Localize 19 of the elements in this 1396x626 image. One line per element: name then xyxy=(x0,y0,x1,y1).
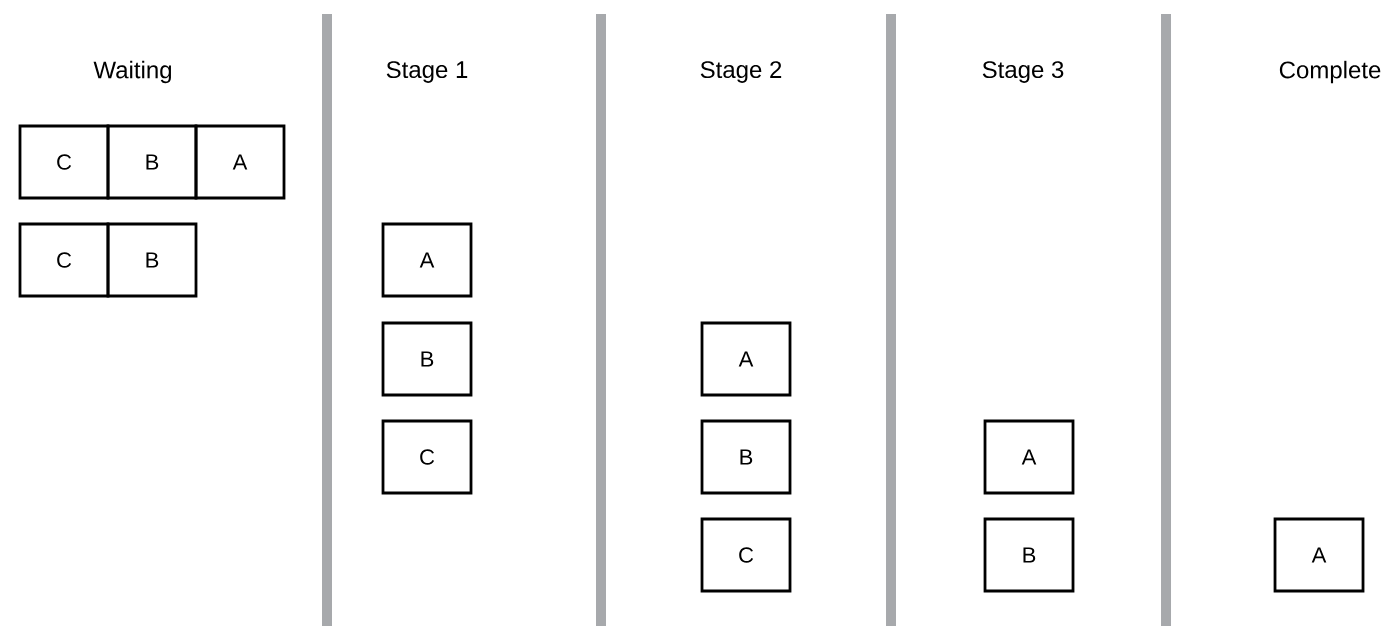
column-heading: Stage 2 xyxy=(700,61,782,83)
letter-box: A xyxy=(1273,517,1365,593)
letter-box: C xyxy=(18,124,110,200)
letter-box: A xyxy=(194,124,286,200)
letter-box: B xyxy=(381,321,473,397)
letter-box: A xyxy=(983,419,1075,495)
column-heading: Waiting xyxy=(93,60,171,84)
letter-box: C xyxy=(381,419,473,495)
column-heading: Stage 1 xyxy=(386,61,468,83)
letter-box: B xyxy=(700,419,792,495)
column-heading: Complete xyxy=(1279,60,1381,84)
letter-box: B xyxy=(106,124,198,200)
letter-box: C xyxy=(18,222,110,298)
letter-box: A xyxy=(700,321,792,397)
column-heading: Stage 3 xyxy=(982,61,1064,83)
letter-box: C xyxy=(700,517,792,593)
letter-box: A xyxy=(381,222,473,298)
letter-box: B xyxy=(983,517,1075,593)
letter-box: B xyxy=(106,222,198,298)
